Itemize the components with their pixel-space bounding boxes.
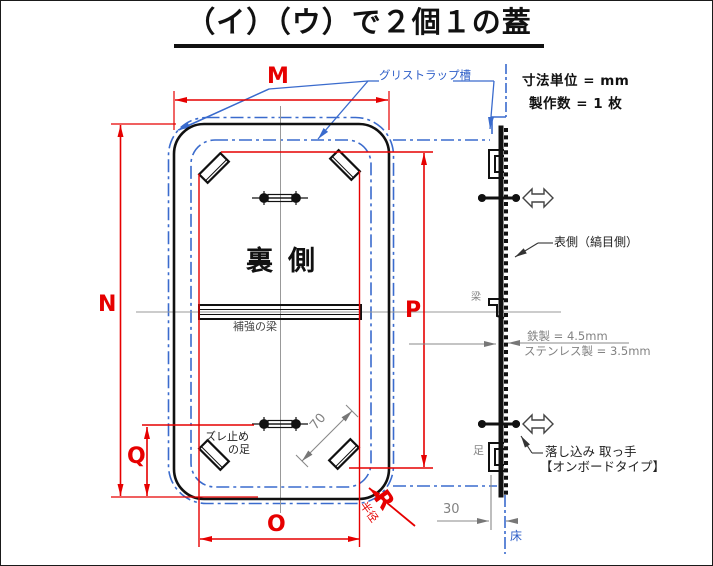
foot-bottom-left [197,438,231,472]
foot-offset-dim-label: 30 [443,502,460,517]
dim-P-label: P [405,298,422,323]
callout-arrow-side [488,80,495,130]
side-foot-bottom [488,442,504,472]
red-dimensions [111,91,433,547]
anti-slip-feet-label-1: ズレ止め [205,430,249,443]
anti-slip-feet-label-2: の足 [228,443,250,456]
side-beam-label: 梁 [471,292,481,303]
foot-top-right [328,148,362,182]
dim-70-line [301,410,353,462]
surface-side-label: 表側（縞目側） [554,235,639,249]
foot-bottom-right [327,437,361,471]
thickness-steel-label: 鉄製 = 4.5mm [527,329,608,343]
back-side-label: 裏側 [246,246,330,277]
unit-note: 寸法単位 = mm [522,73,630,89]
beam-label: 補強の梁 [233,320,277,333]
handle-motion-arrow-top [522,187,554,209]
handle-top [252,191,308,205]
handle-label-arrow [520,435,533,454]
handle-bottom [252,417,308,431]
radius-leader [368,487,416,527]
side-foot-top [488,149,504,179]
dim-N-label: N [98,292,117,317]
grease-trap-callout: グリストラップ槽 [379,68,471,82]
quantity-note: 製作数 = 1 枚 [529,96,623,112]
callout-arrow-inner [317,80,369,140]
dim-O-label: O [267,512,286,537]
side-handle-bottom [478,420,520,428]
handle-motion-arrow-bottom [522,413,554,435]
callout-arrow-outer [177,88,270,131]
dim-M-label: M [267,64,289,89]
page-title: （イ）（ウ）で２個１の蓋 [174,6,544,48]
side-foot-label: 足 [473,444,484,457]
side-handle-top [478,194,520,202]
thickness-stainless-label: ステンレス製 = 3.5mm [524,344,651,358]
cover-outline [172,122,391,501]
floor-label: 床 [510,529,523,543]
drop-in-handle-label-2: 【オンボードタイプ】 [540,459,666,474]
side-plate [498,125,504,498]
surface-label-arrow [514,242,539,258]
foot-top-left [197,151,231,185]
grey-dimensions [295,340,629,530]
drop-in-handle-label-1: 落し込み 取っ手 [545,444,637,459]
side-beam [488,298,505,319]
cover-side-view [478,125,554,498]
dim-Q-label: Q [127,444,146,469]
